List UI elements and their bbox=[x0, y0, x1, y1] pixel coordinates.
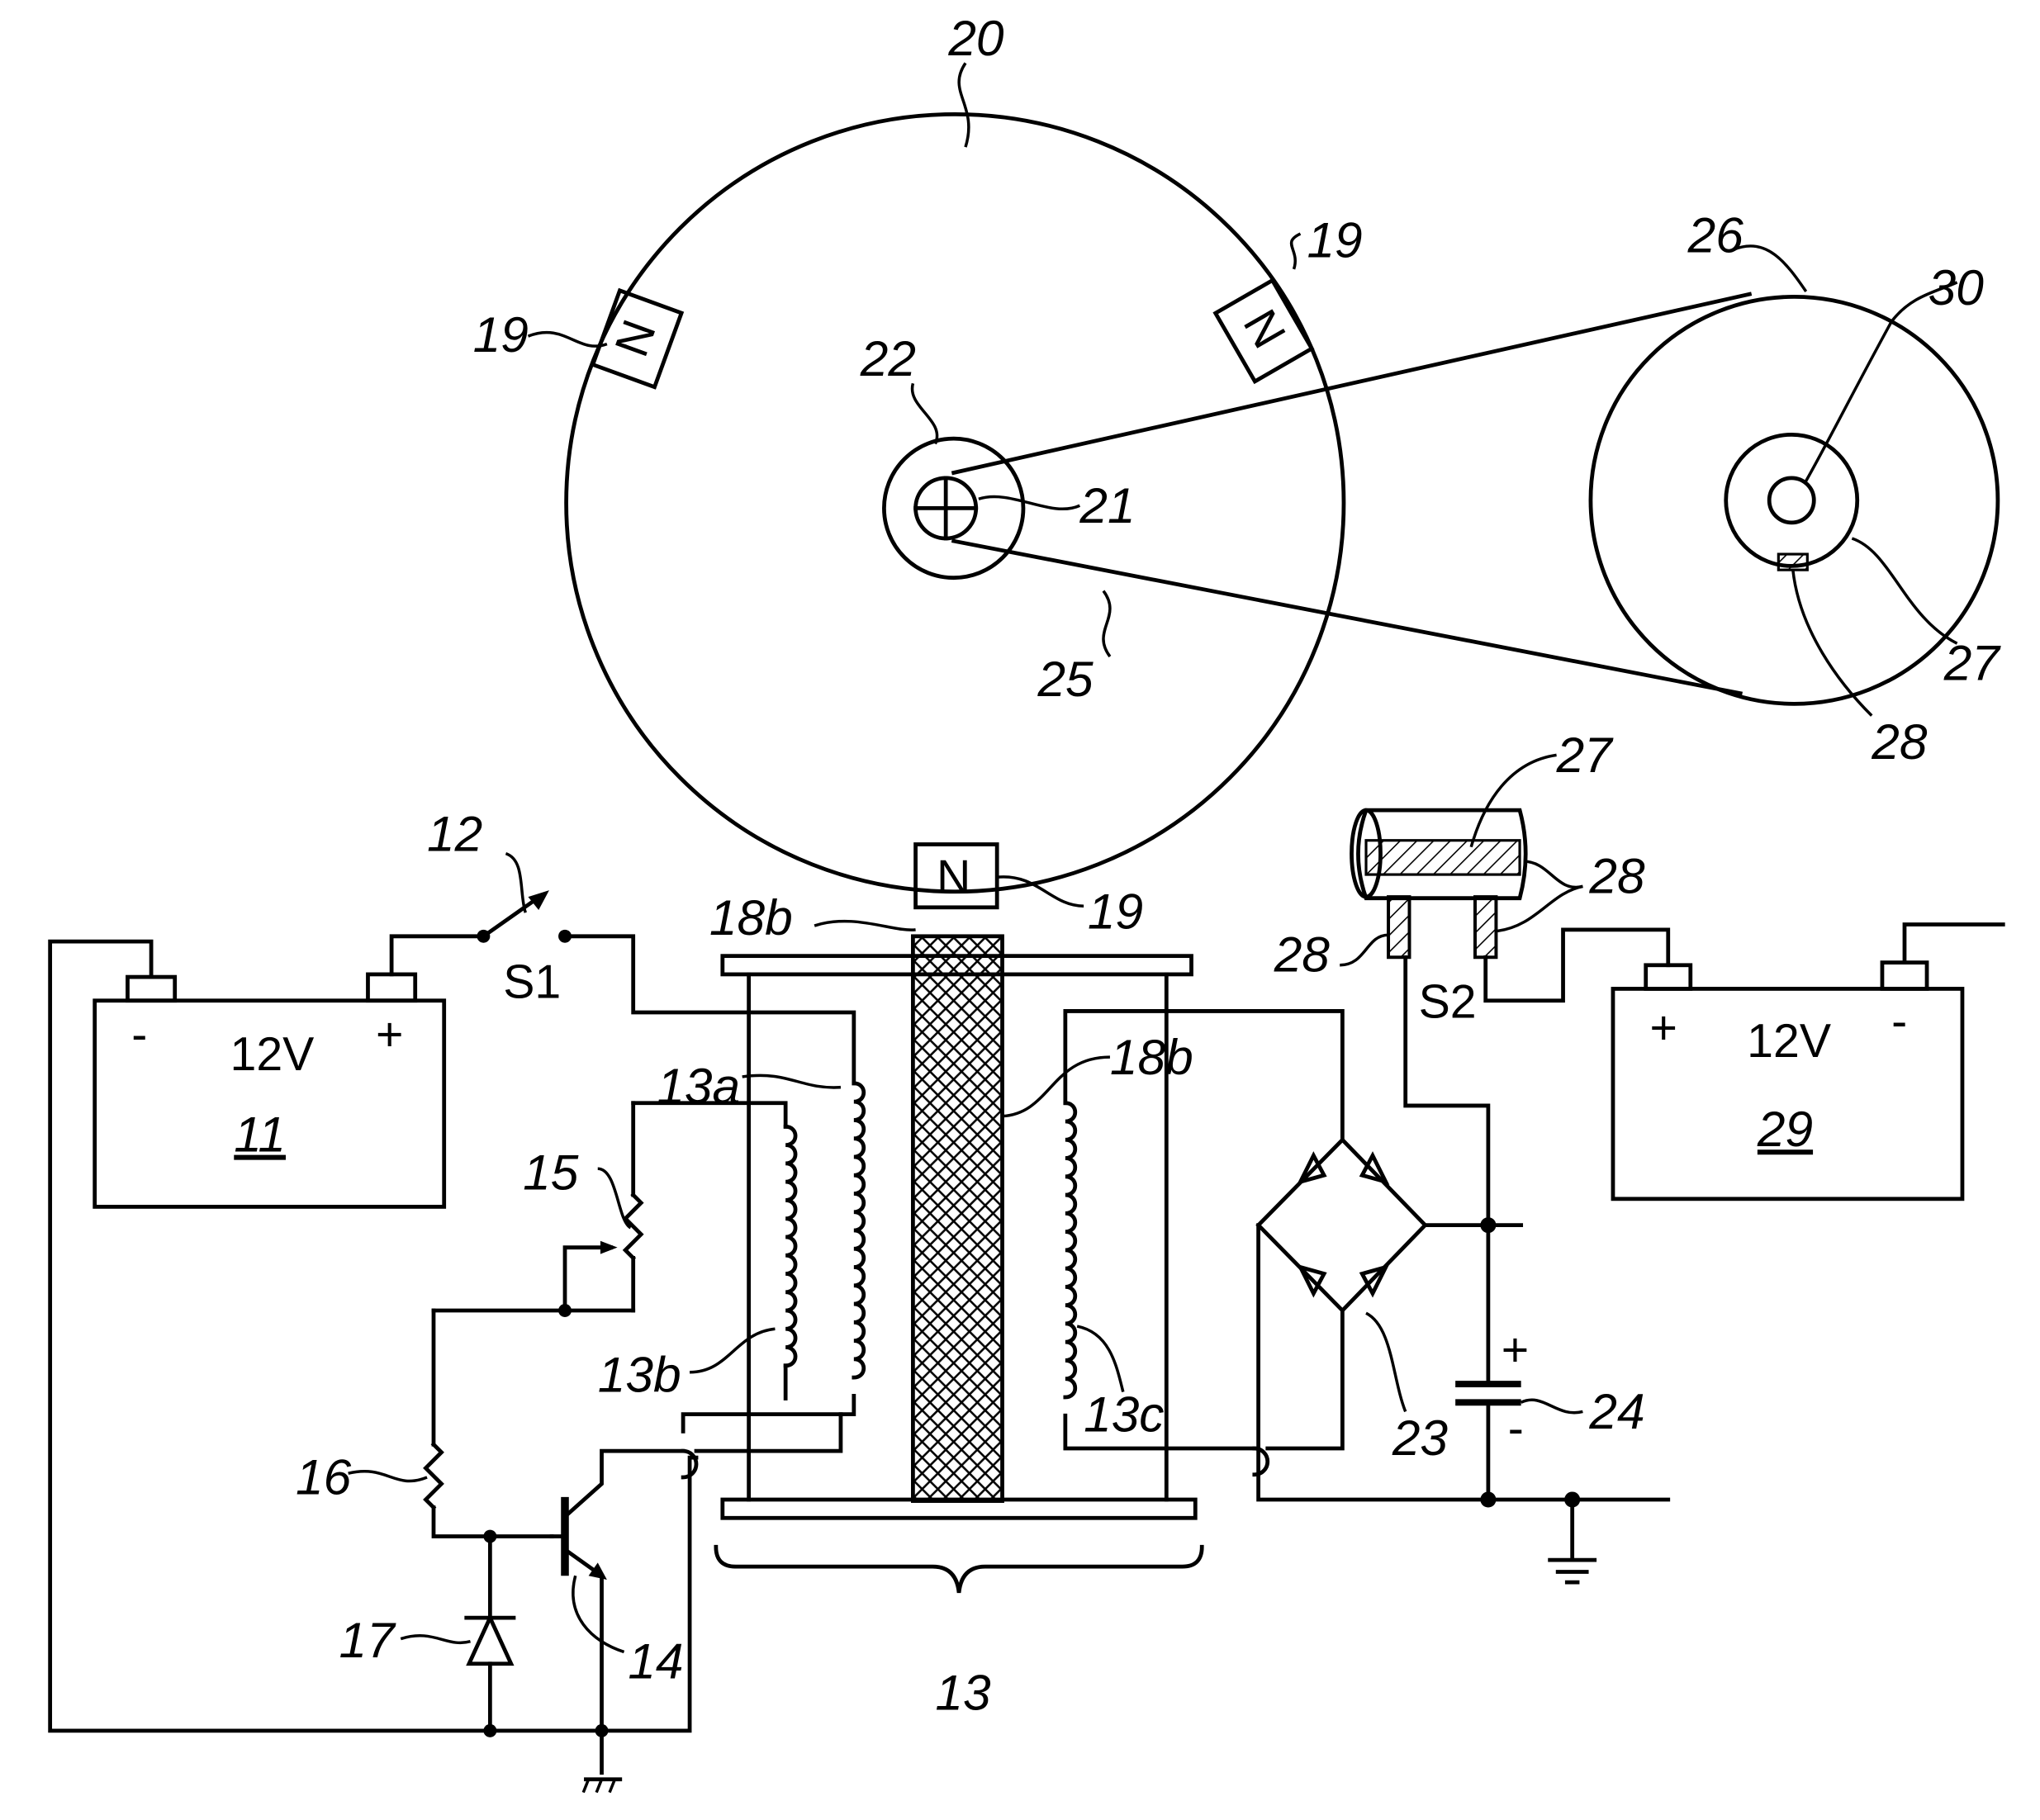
label-13a: 13a bbox=[657, 1058, 740, 1114]
label-25: 25 bbox=[1037, 651, 1094, 707]
svg-text:+: + bbox=[376, 1008, 403, 1061]
label-15: 15 bbox=[523, 1145, 579, 1201]
label-18b-top: 18b bbox=[709, 889, 793, 946]
svg-text:+: + bbox=[1502, 1324, 1529, 1377]
svg-text:N: N bbox=[937, 851, 970, 903]
label-17: 17 bbox=[339, 1612, 396, 1668]
label-28-top: 28 bbox=[1871, 713, 1928, 770]
reed-switch: 27 28 28 S2 bbox=[1274, 727, 1645, 1028]
label-13b: 13b bbox=[598, 1347, 681, 1403]
magnet-left: N 19 bbox=[473, 287, 685, 390]
label-30: 30 bbox=[1929, 259, 1985, 315]
label-12: 12 bbox=[427, 805, 482, 861]
rectifier-circuit: 13c + - 24 23 bbox=[1063, 922, 2005, 1585]
label-27-top: 27 bbox=[1943, 635, 2002, 691]
leader-20 bbox=[957, 62, 970, 148]
bridge-diodes bbox=[1296, 1151, 1390, 1298]
label-20: 20 bbox=[947, 10, 1004, 66]
label-28-right: 28 bbox=[1588, 847, 1645, 903]
wiring: S1 12 13a 13b 15 16 bbox=[48, 805, 866, 1794]
battery-11-ref: 11 bbox=[234, 1107, 286, 1163]
label-14: 14 bbox=[628, 1633, 683, 1689]
label-13: 13 bbox=[935, 1664, 991, 1720]
core-assembly: 18b 18b 13 bbox=[709, 889, 1204, 1720]
label-13c: 13c bbox=[1084, 1386, 1164, 1442]
svg-text:-: - bbox=[131, 1008, 147, 1061]
svg-text:-: - bbox=[1508, 1402, 1524, 1455]
label-18b-right: 18b bbox=[1110, 1029, 1193, 1085]
rotor-disk: 20 bbox=[564, 10, 1346, 894]
battery-29-voltage: 12V bbox=[1747, 1015, 1831, 1068]
belt: 25 bbox=[951, 291, 1753, 707]
label-26: 26 bbox=[1687, 206, 1744, 263]
label-22: 22 bbox=[860, 330, 916, 386]
pulley: 26 30 27 28 bbox=[1588, 206, 2002, 770]
svg-text:-: - bbox=[1891, 995, 1907, 1048]
battery-11: - + 12V 11 bbox=[93, 972, 447, 1209]
hub: 22 21 bbox=[860, 330, 1136, 581]
label-19-bottom: 19 bbox=[1088, 883, 1143, 939]
label-28-left: 28 bbox=[1274, 927, 1331, 983]
label-19-right: 19 bbox=[1307, 212, 1362, 268]
switch-s1-label: S1 bbox=[503, 956, 561, 1009]
battery-11-voltage: 12V bbox=[230, 1028, 315, 1081]
battery-29: + - 12V 29 bbox=[1611, 960, 1965, 1201]
label-24: 24 bbox=[1588, 1383, 1644, 1439]
label-21: 21 bbox=[1079, 477, 1135, 533]
label-16: 16 bbox=[296, 1449, 352, 1505]
svg-text:N: N bbox=[604, 313, 665, 363]
switch-s2-label: S2 bbox=[1419, 975, 1477, 1028]
battery-29-ref: 29 bbox=[1757, 1101, 1813, 1157]
magnet-bottom: N 19 bbox=[913, 842, 1143, 939]
label-27-switch: 27 bbox=[1556, 727, 1615, 783]
label-19-left: 19 bbox=[473, 306, 529, 363]
label-23: 23 bbox=[1392, 1410, 1449, 1466]
svg-text:+: + bbox=[1649, 1002, 1677, 1055]
